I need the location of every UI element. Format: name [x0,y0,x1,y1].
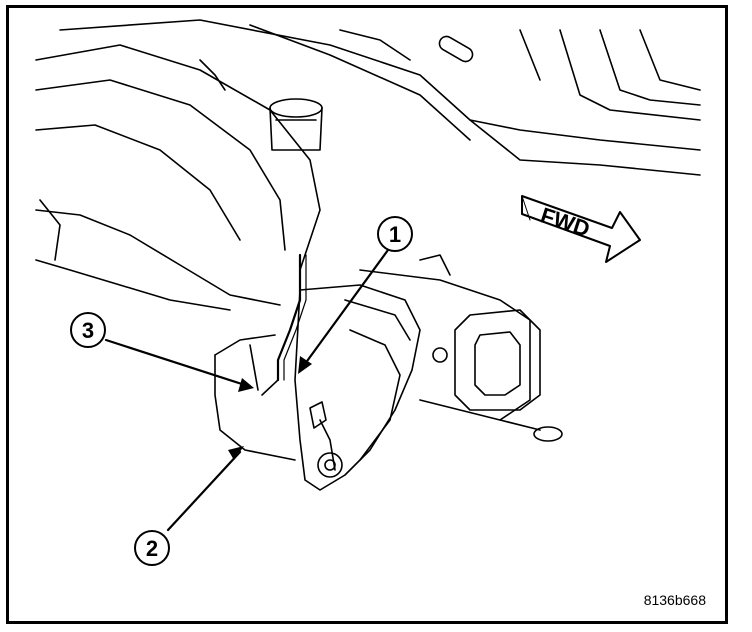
figure-id: 8136b668 [643,592,706,608]
leader-arrowheads [228,356,312,460]
callout-1 [377,216,413,252]
frame-rail [359,254,563,442]
washer-reservoir [294,284,421,491]
washer-hose [261,253,307,396]
callout-1-label: 1 [389,222,401,247]
leader-lines [104,248,390,532]
fwd-label: FWD [538,203,593,242]
washer-filler-neck [269,98,323,151]
fender [35,44,321,311]
callout-3 [70,312,106,348]
callout-3-label: 3 [82,318,94,343]
callout-2-label: 2 [146,536,158,561]
splash-shield [214,334,296,461]
callout-2 [134,530,170,566]
fwd-arrow [521,195,641,263]
body-panel-upper [59,19,701,176]
